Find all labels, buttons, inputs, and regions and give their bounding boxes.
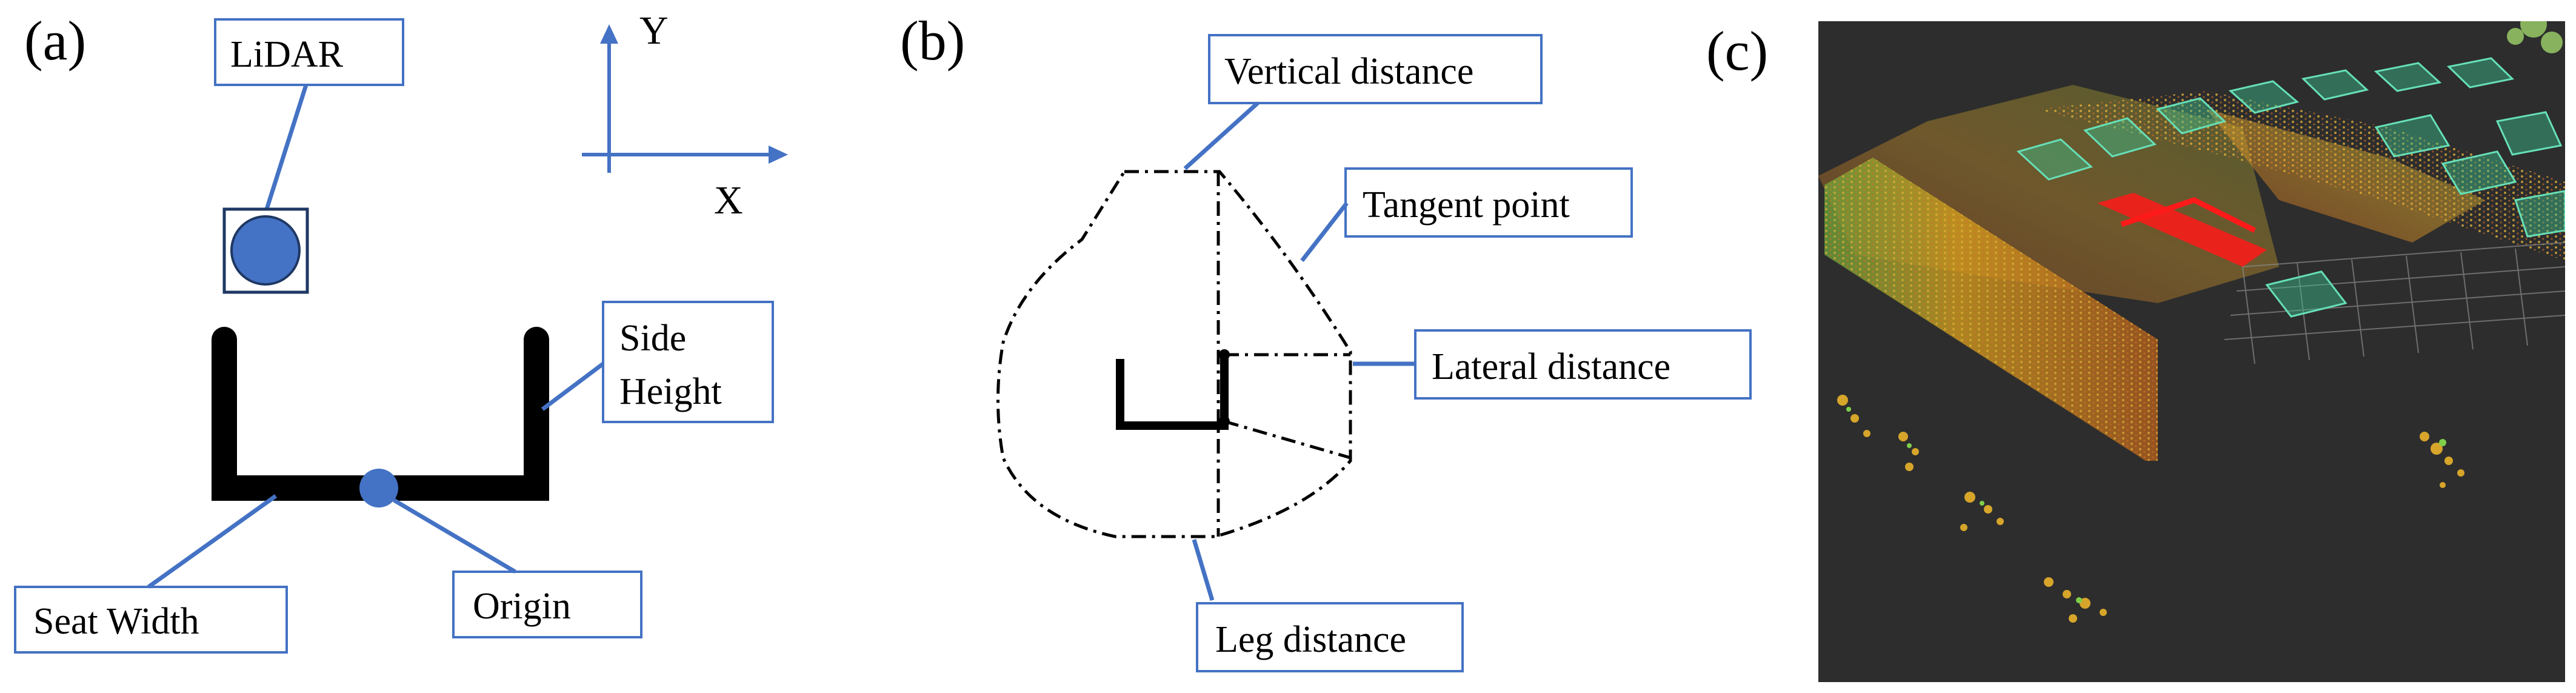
ground-grid <box>2224 242 2565 364</box>
point-cloud-green-points <box>1846 407 2446 603</box>
envelope-outline <box>996 170 1352 538</box>
tangent-point-leader-line <box>1300 201 1349 263</box>
lidar-sensor-icon <box>230 215 301 286</box>
seat-profile <box>212 327 549 501</box>
panel-a: (a) LiDAR Y X Side Height Seat Width Ori… <box>14 8 788 654</box>
panel-b-label: (b) <box>900 10 965 72</box>
panel-b: (b) Vertical distance Tangent point Late… <box>900 10 1752 672</box>
vertical-distance-leader-line <box>1183 101 1260 170</box>
lidar-leader-line <box>264 84 309 210</box>
vertical-distance-label: Vertical distance <box>1224 51 1473 92</box>
seat-top-view <box>1116 355 1229 430</box>
side-height-label-box <box>602 301 774 423</box>
x-axis-label: X <box>714 178 743 223</box>
side-height-label-line1: Side <box>619 318 686 359</box>
lateral-distance-label: Lateral distance <box>1432 346 1670 387</box>
seat-width-leader-line <box>147 494 278 589</box>
ego-vehicle-outline <box>2120 197 2257 233</box>
point-cloud-right-surface <box>2206 109 2485 243</box>
seat-width-label: Seat Width <box>33 601 199 642</box>
origin-leader-line <box>393 498 516 574</box>
origin-label-box <box>452 571 642 638</box>
leg-distance-leader-line <box>1192 538 1215 601</box>
panel-a-label: (a) <box>24 10 86 72</box>
seat-corner-point-bottom <box>1219 416 1230 427</box>
panel-c-label: (c) <box>1706 20 1768 82</box>
lidar-label: LiDAR <box>230 34 344 75</box>
point-cloud-vegetation <box>2507 21 2563 53</box>
x-axis-arrow-icon <box>769 146 788 164</box>
point-cloud-clusters <box>1837 395 2464 623</box>
y-axis-label: Y <box>639 8 669 53</box>
side-height-label-line2: Height <box>619 371 722 412</box>
leg-distance-label-box <box>1196 602 1464 672</box>
ego-vehicle-highlight <box>2097 193 2267 267</box>
origin-point <box>359 469 398 507</box>
leg-distance-label: Leg distance <box>1215 619 1406 660</box>
side-height-leader-line <box>541 362 605 411</box>
y-axis-arrow-icon <box>600 24 618 44</box>
seat-width-label-box <box>14 586 288 654</box>
seat-corner-point-top <box>1219 349 1230 360</box>
lidar-label-box <box>214 18 404 86</box>
origin-label: Origin <box>473 586 571 627</box>
diagonal-guide-line <box>1224 420 1351 460</box>
vertical-distance-label-box <box>1208 34 1543 104</box>
tangent-point-label: Tangent point <box>1363 184 1570 226</box>
detection-boxes <box>2017 57 2565 318</box>
point-cloud-left-wall-points <box>1824 158 2158 461</box>
panel-c: (c) <box>1706 20 2565 682</box>
